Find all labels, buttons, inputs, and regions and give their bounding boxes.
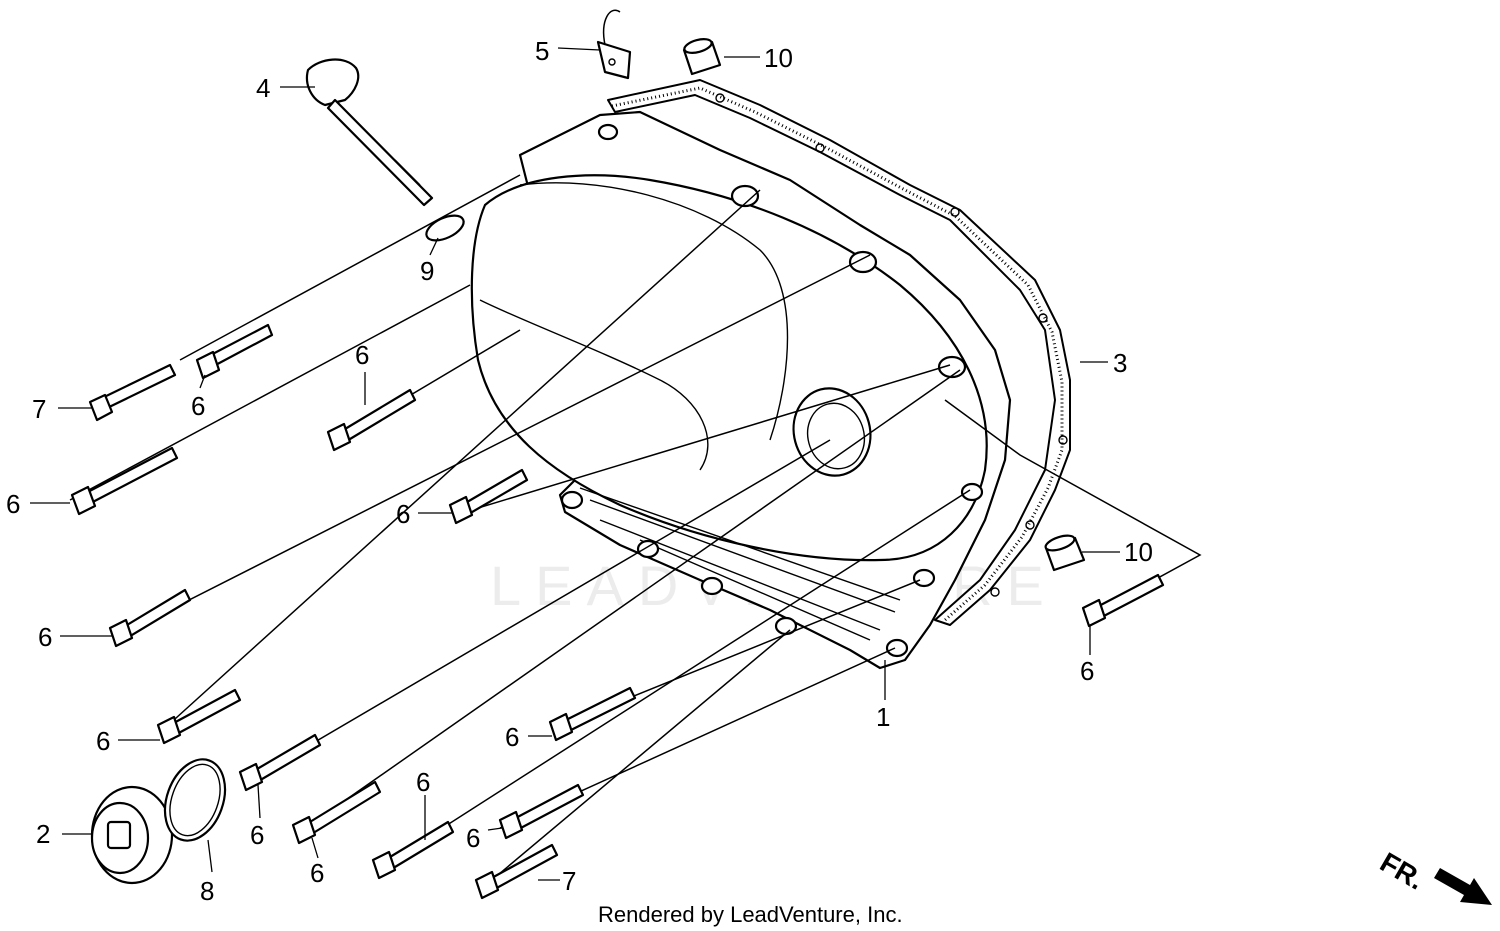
bolt-7-top[interactable]	[88, 363, 177, 422]
bolt-6-k[interactable]	[498, 783, 585, 840]
bolt-6-c[interactable]	[70, 446, 179, 516]
callout-6-right: 6	[1080, 656, 1094, 686]
oil-dipstick-part-4[interactable]	[305, 58, 434, 207]
bolt-6-g[interactable]	[238, 733, 322, 792]
callout-1: 1	[876, 702, 890, 732]
callout-6-c: 6	[6, 489, 20, 519]
callout-6-h: 6	[310, 858, 324, 888]
dowel-pin-part-10-top[interactable]	[682, 37, 722, 76]
callout-6-d: 6	[396, 499, 410, 529]
dowel-pin-part-10-bottom[interactable]	[1044, 533, 1086, 572]
front-direction-indicator: FR.	[1375, 846, 1492, 905]
callout-6-i: 6	[416, 767, 430, 797]
bolt-6-h[interactable]	[291, 780, 382, 845]
bolt-7-bottom[interactable]	[474, 843, 559, 900]
bolt-6-a[interactable]	[195, 323, 274, 380]
clamp-part-5[interactable]	[596, 9, 632, 80]
footer-credit: Rendered by LeadVenture, Inc.	[598, 902, 903, 927]
bolt-6-f[interactable]	[156, 688, 242, 745]
callout-2: 2	[36, 819, 50, 849]
bolt-6-b[interactable]	[326, 388, 417, 452]
bolt-6-d[interactable]	[448, 468, 529, 525]
callout-6-g: 6	[250, 820, 264, 850]
callout-9: 9	[420, 256, 434, 286]
callout-6-j: 6	[505, 722, 519, 752]
front-label: FR.	[1375, 846, 1430, 895]
bolts-group	[69, 174, 1202, 900]
callout-5: 5	[535, 36, 549, 66]
callout-7-top: 7	[32, 394, 46, 424]
callout-6-f: 6	[96, 726, 110, 756]
cap-part-2[interactable]	[90, 785, 174, 885]
front-arrow-icon	[1434, 868, 1492, 905]
bolt-6-e[interactable]	[108, 588, 192, 648]
crankcase-cover-part-1[interactable]	[470, 110, 1012, 670]
callout-3: 3	[1113, 348, 1127, 378]
bolt-6-i[interactable]	[371, 820, 455, 880]
callout-6-e: 6	[38, 622, 52, 652]
bolt-6-j[interactable]	[548, 686, 637, 742]
callout-6-b: 6	[355, 340, 369, 370]
callout-7-bottom: 7	[562, 866, 576, 896]
callout-10-top: 10	[764, 43, 793, 73]
gasket-part-3[interactable]	[607, 79, 1071, 626]
callout-4: 4	[256, 73, 270, 103]
callout-6-k: 6	[466, 823, 480, 853]
callout-10-bottom: 10	[1124, 537, 1153, 567]
leader-lines	[30, 47, 1120, 881]
callout-6-a: 6	[191, 391, 205, 421]
callout-8: 8	[200, 876, 214, 906]
bolt-6-right[interactable]	[1081, 573, 1165, 628]
